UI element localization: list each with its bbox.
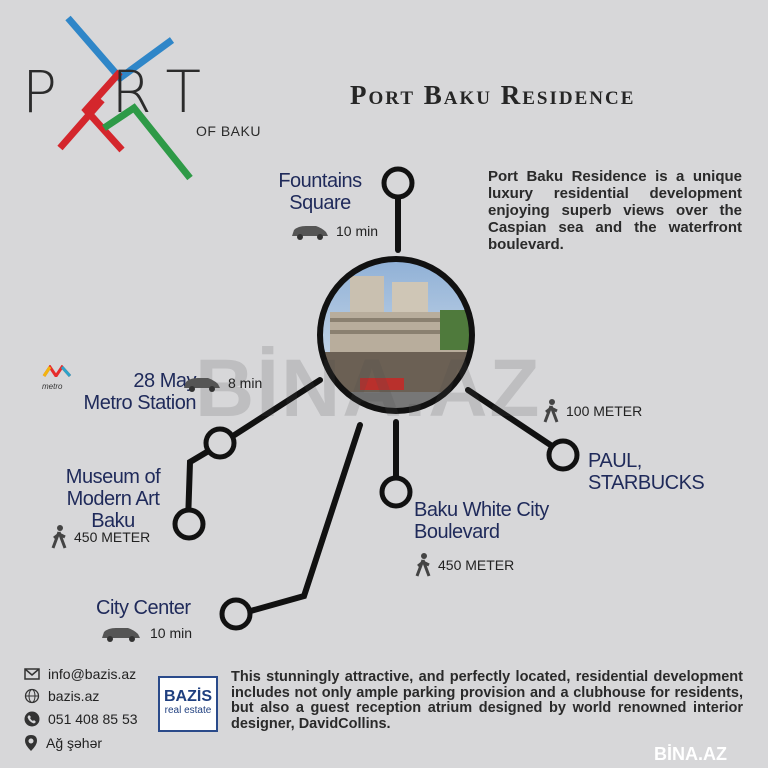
- location-pin-icon: [25, 735, 37, 751]
- label-museum: Museum of Modern Art Baku: [65, 466, 161, 532]
- mail-icon: [24, 668, 40, 680]
- label-white-city: Baku White City Boulevard: [414, 499, 549, 543]
- phone-icon: [24, 711, 40, 727]
- contact-website[interactable]: bazis.az: [24, 688, 99, 704]
- logo-wordmark: P RT: [22, 58, 219, 126]
- globe-icon: [24, 688, 40, 704]
- meta-city-center: 10 min: [100, 624, 192, 642]
- meta-white-city: 450 METER: [414, 552, 514, 578]
- label-metro: 28 May Metro Station: [83, 370, 197, 414]
- watermark: BİNA.AZ: [195, 343, 542, 434]
- meta-metro: 8 min: [182, 374, 262, 392]
- node-paul: [546, 438, 580, 472]
- car-icon: [184, 378, 220, 392]
- meta-fountains: 10 min: [290, 222, 378, 240]
- node-metro: [203, 426, 237, 460]
- route-line-metro: [219, 377, 323, 446]
- footer-watermark: BİNA.AZ: [654, 744, 727, 764]
- label-city-center: City Center: [96, 597, 191, 619]
- page-title: Port Baku Residence: [350, 80, 636, 110]
- node-city-center: [219, 597, 253, 631]
- bazis-logo: BAZİS real estate: [158, 676, 218, 732]
- logo-mark: [57, 15, 193, 181]
- car-icon: [292, 226, 328, 240]
- node-museum: [172, 507, 206, 541]
- route-line-city-center: [237, 422, 363, 617]
- description: Port Baku Residence is a unique luxury r…: [488, 168, 742, 253]
- car-icon: [102, 628, 140, 642]
- residence-photo: [320, 259, 472, 411]
- meta-museum: 450 METER: [50, 524, 150, 550]
- contact-phone[interactable]: 051 408 85 53: [24, 711, 138, 727]
- bottom-description: This stunningly attractive, and perfectl…: [231, 669, 743, 732]
- contact-address: Ağ şəhər: [24, 734, 102, 752]
- walk-icon: [51, 525, 67, 549]
- logo-subtitle: OF BAKU: [196, 123, 261, 139]
- walk-icon: [415, 553, 431, 577]
- node-white-city: [379, 475, 413, 509]
- route-line-paul: [465, 387, 555, 449]
- metro-logo-icon: [42, 364, 72, 379]
- contact-email[interactable]: info@bazis.az: [24, 666, 136, 682]
- node-fountains: [381, 166, 415, 200]
- metro-logo: metro: [42, 364, 72, 391]
- meta-paul: 100 METER: [542, 398, 642, 424]
- label-fountains: Fountains Square: [278, 170, 362, 214]
- walk-icon: [543, 399, 559, 423]
- label-paul: PAUL, STARBUCKS: [588, 450, 705, 494]
